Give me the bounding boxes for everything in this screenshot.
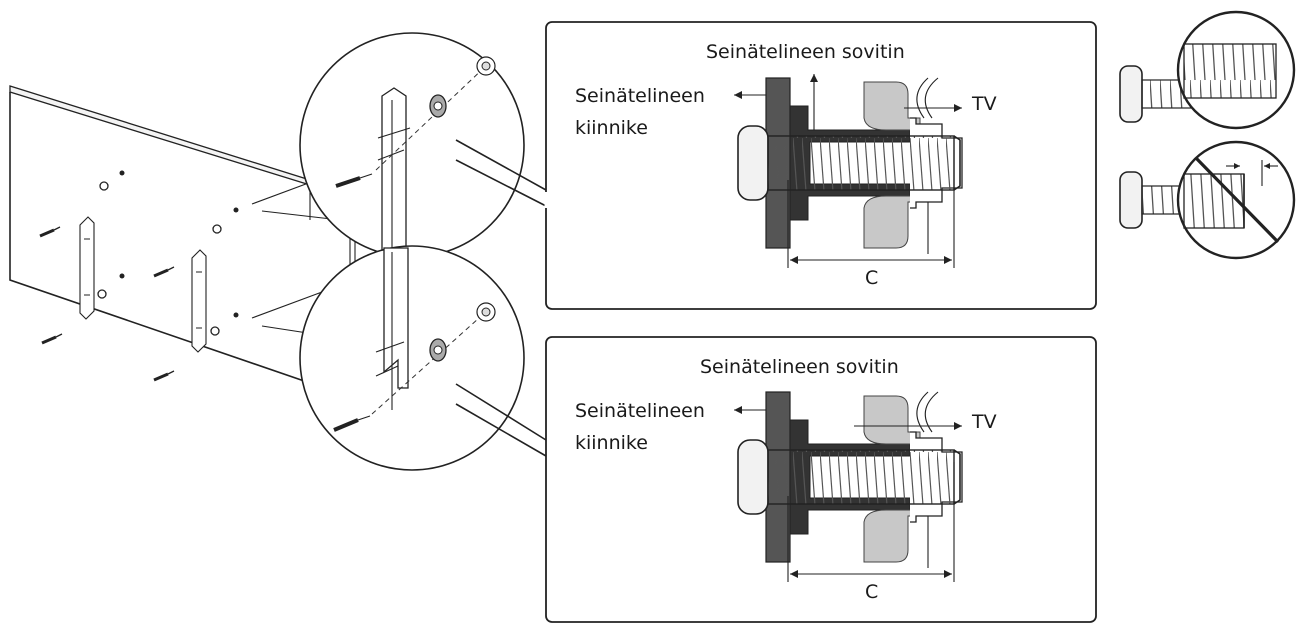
tv-panel-illustration: [9, 85, 356, 385]
adapter-label: Seinätelineen sovitin: [700, 356, 899, 378]
callout-upper: Seinätelineen sovitin Seinätelineen kiin…: [455, 21, 1097, 310]
adapter-label: Seinätelineen sovitin: [706, 41, 905, 63]
screw-prohibited-icon: [1119, 140, 1296, 260]
tv-leader-arrow: [904, 104, 962, 112]
dimension-label: C: [865, 581, 878, 603]
magnifier-lower: [251, 245, 525, 471]
screw-fully-threaded-icon: [1119, 10, 1296, 130]
magnifier-upper: [251, 32, 525, 258]
bracket-leader-arrow: [734, 91, 766, 99]
adapter-leader-arrow: [810, 74, 818, 130]
screw-set-right: [152, 207, 239, 382]
dimension-c-arrow: [787, 462, 955, 582]
bracket-leader-arrow: [734, 406, 766, 414]
tv-bracket-right: [191, 249, 207, 353]
tv-bracket-left: [79, 216, 95, 320]
screw-set-left: [38, 170, 125, 345]
dimension-label: C: [865, 267, 878, 289]
bracket-label-line1: Seinätelineen: [575, 400, 705, 422]
tv-label: TV: [971, 93, 997, 115]
bracket-label-line2: kiinnike: [575, 432, 648, 454]
bracket-label-line2: kiinnike: [575, 117, 648, 139]
tv-label: TV: [971, 411, 997, 433]
callout-lower: Seinätelineen sovitin Seinätelineen kiin…: [455, 336, 1097, 623]
dimension-c-arrow: [787, 150, 955, 268]
bracket-label-line1: Seinätelineen: [575, 85, 705, 107]
tv-leader-arrow: [854, 422, 962, 430]
